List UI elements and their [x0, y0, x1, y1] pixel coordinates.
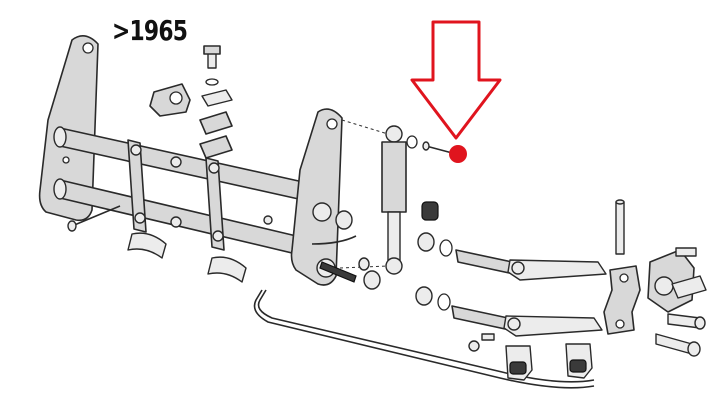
- right-side-plate: [290, 108, 343, 286]
- bushing-lower: [358, 257, 451, 311]
- frame-bracket-left: [127, 139, 147, 233]
- shock-bolt: [406, 135, 457, 155]
- rubber-pads: [127, 232, 247, 283]
- steering-clamp: [149, 83, 191, 117]
- spindle-carrier: [603, 265, 641, 335]
- clamp-bolt-stack: [199, 45, 233, 159]
- highlight-arrow: [410, 20, 502, 140]
- bushing-upper: [335, 201, 453, 257]
- anti-roll-bar: [253, 289, 595, 389]
- lower-trailing-arm: [451, 305, 603, 337]
- frame-bracket-right: [205, 157, 225, 251]
- steering-knuckle: [647, 247, 707, 313]
- knuckle-bolts: [655, 313, 706, 357]
- small-hardware: [263, 215, 495, 352]
- steering-bar: [311, 235, 357, 283]
- link-pin: [615, 199, 625, 255]
- upper-trailing-arm: [455, 249, 607, 281]
- center-mount-bolts: [170, 156, 182, 228]
- anti-roll-bar-clamps: [505, 343, 593, 381]
- highlight-marker: [449, 145, 467, 163]
- shock-absorber: [339, 119, 407, 275]
- mounting-bolt: [67, 205, 121, 232]
- year-label: >1965: [112, 14, 188, 47]
